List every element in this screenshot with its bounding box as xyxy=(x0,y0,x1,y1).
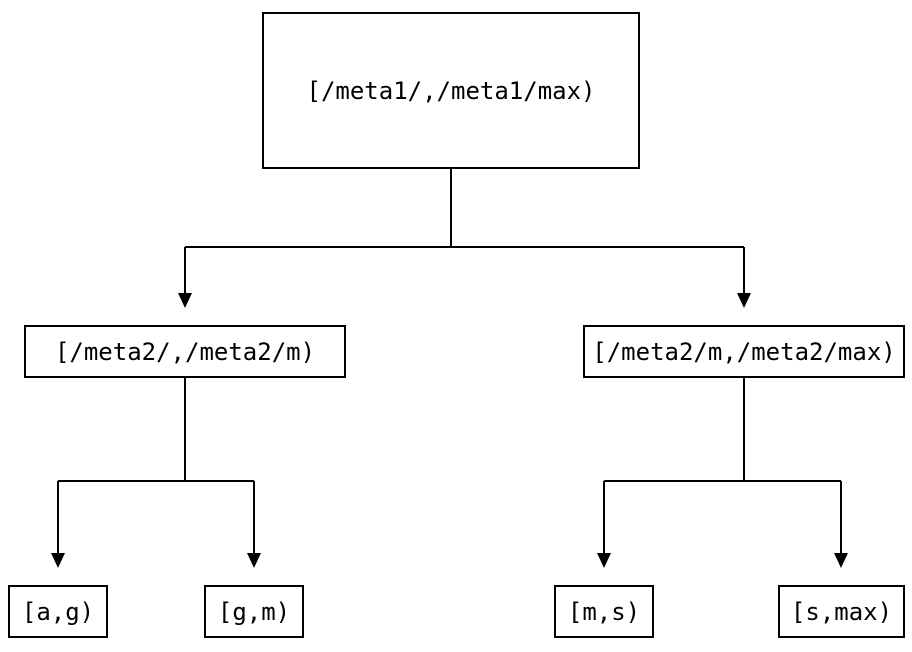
node-label: [/meta1/,/meta1/max) xyxy=(306,76,596,105)
arrowhead-down-icon xyxy=(178,293,192,308)
node-meta2-high-range: [/meta2/m,/meta2/max) xyxy=(583,325,905,378)
node-label: [m,s) xyxy=(567,597,641,626)
node-meta2-low-range: [/meta2/,/meta2/m) xyxy=(24,325,346,378)
node-leaf-m-s: [m,s) xyxy=(554,585,654,638)
node-label: [g,m) xyxy=(217,597,291,626)
node-label: [/meta2/,/meta2/m) xyxy=(54,337,316,366)
arrowhead-down-icon xyxy=(247,553,261,568)
node-label: [a,g) xyxy=(21,597,95,626)
node-leaf-a-g: [a,g) xyxy=(8,585,108,638)
arrowhead-down-icon xyxy=(834,553,848,568)
arrowhead-down-icon xyxy=(737,293,751,308)
edge-root-to-children xyxy=(184,169,745,293)
node-leaf-s-max: [s,max) xyxy=(778,585,905,638)
edge-right-to-leaves xyxy=(603,378,842,553)
node-leaf-g-m: [g,m) xyxy=(204,585,304,638)
node-label: [/meta2/m,/meta2/max) xyxy=(592,337,896,366)
node-label: [s,max) xyxy=(790,597,893,626)
arrowhead-down-icon xyxy=(51,553,65,568)
edge-left-to-leaves xyxy=(57,378,255,553)
arrowhead-down-icon xyxy=(597,553,611,568)
node-root-meta1-range: [/meta1/,/meta1/max) xyxy=(262,12,640,169)
